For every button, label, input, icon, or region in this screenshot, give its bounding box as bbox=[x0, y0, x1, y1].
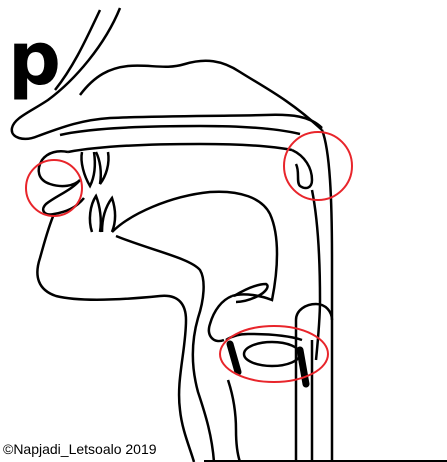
lower-teeth-inner bbox=[102, 198, 115, 232]
esophagus-outline bbox=[296, 304, 332, 320]
pharynx-back-wall-outer bbox=[322, 130, 332, 462]
floor-of-mouth bbox=[116, 236, 214, 462]
nose-bridge-outline bbox=[55, 10, 100, 90]
trachea-column bbox=[296, 320, 312, 462]
jaw-outline bbox=[37, 214, 194, 462]
upper-teeth-inner bbox=[96, 152, 109, 184]
epiglottis bbox=[234, 284, 268, 302]
larynx-front-lower bbox=[228, 380, 240, 462]
glottis-opening bbox=[244, 342, 300, 366]
vocal-fold-left bbox=[230, 344, 238, 372]
larynx-front bbox=[226, 334, 302, 340]
tongue bbox=[112, 192, 277, 300]
nasal-cavity-top bbox=[80, 61, 322, 130]
hard-palate-lower bbox=[68, 144, 292, 152]
tongue-root bbox=[209, 296, 232, 341]
upper-teeth bbox=[81, 152, 94, 186]
lower-teeth bbox=[90, 196, 101, 232]
hard-palate-upper bbox=[60, 126, 300, 135]
velum-raised bbox=[292, 150, 312, 188]
highlight-circle-velum bbox=[284, 132, 352, 200]
phoneme-label: p bbox=[8, 22, 61, 96]
copyright-notice: ©Napjadi_Letsoalo 2019 bbox=[3, 441, 157, 457]
highlight-circle-lips bbox=[26, 160, 82, 216]
